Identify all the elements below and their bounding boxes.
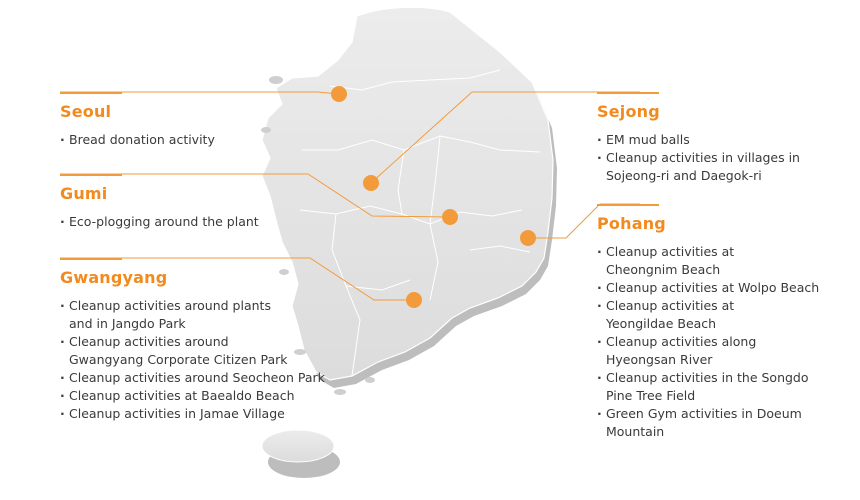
province-borders — [299, 69, 541, 377]
region-sejong: Sejong EM mud balls Cleanup activities i… — [597, 92, 837, 185]
pohang-rule — [597, 204, 659, 206]
pohang-marker — [520, 230, 536, 246]
gumi-leader-line — [60, 173, 451, 218]
gumi-rule — [60, 174, 122, 176]
region-gumi: Gumi Eco-plogging around the plant — [60, 174, 320, 231]
region-seoul: Seoul Bread donation activity — [60, 92, 320, 149]
list-item: Eco-plogging around the plant — [60, 213, 320, 231]
list-item: Bread donation activity — [60, 131, 320, 149]
pohang-activity-list: Cleanup activities at Cheongnim Beach Cl… — [597, 243, 837, 441]
seoul-marker — [331, 86, 347, 102]
gwangyang-leader-line — [60, 257, 414, 301]
list-item: Cleanup activities around Gwangyang Corp… — [60, 333, 330, 369]
sejong-leader-line — [370, 91, 640, 184]
list-item: Cleanup activities along Hyeongsan River — [597, 333, 837, 369]
sejong-rule — [597, 92, 659, 94]
gwangyang-rule — [60, 258, 122, 260]
sejong-title: Sejong — [597, 102, 660, 121]
leader-lines — [60, 91, 640, 301]
list-item: EM mud balls — [597, 131, 837, 149]
gwangyang-title: Gwangyang — [60, 268, 168, 287]
pohang-title: Pohang — [597, 214, 666, 233]
list-item: Cleanup activities at Wolpo Beach — [597, 279, 837, 297]
list-item: Cleanup activities in the Songdo Pine Tr… — [597, 369, 837, 405]
jeju-island — [261, 429, 335, 463]
seoul-title: Seoul — [60, 102, 112, 121]
list-item: Cleanup activities at Cheongnim Beach — [597, 243, 837, 279]
location-markers — [331, 86, 536, 308]
list-item: Cleanup activities at Baealdo Beach — [60, 387, 330, 405]
gumi-title: Gumi — [60, 184, 108, 203]
list-item: Cleanup activities around Seocheon Park — [60, 369, 330, 387]
gwangyang-activity-list: Cleanup activities around plants and in … — [60, 297, 330, 423]
list-item: Green Gym activities in Doeum Mountain — [597, 405, 837, 441]
list-item: Cleanup activities in villages in Sojeon… — [597, 149, 837, 185]
gwangyang-marker — [406, 292, 422, 308]
seoul-activity-list: Bread donation activity — [60, 131, 320, 149]
list-item: Cleanup activities at Yeongildae Beach — [597, 297, 837, 333]
seoul-rule — [60, 92, 122, 94]
list-item: Cleanup activities around plants and in … — [60, 297, 330, 333]
region-gwangyang: Gwangyang Cleanup activities around plan… — [60, 258, 330, 423]
sejong-marker — [363, 175, 379, 191]
gumi-marker — [442, 209, 458, 225]
sejong-activity-list: EM mud balls Cleanup activities in villa… — [597, 131, 837, 185]
region-pohang: Pohang Cleanup activities at Cheongnim B… — [597, 204, 837, 441]
list-item: Cleanup activities in Jamae Village — [60, 405, 330, 423]
gumi-activity-list: Eco-plogging around the plant — [60, 213, 320, 231]
